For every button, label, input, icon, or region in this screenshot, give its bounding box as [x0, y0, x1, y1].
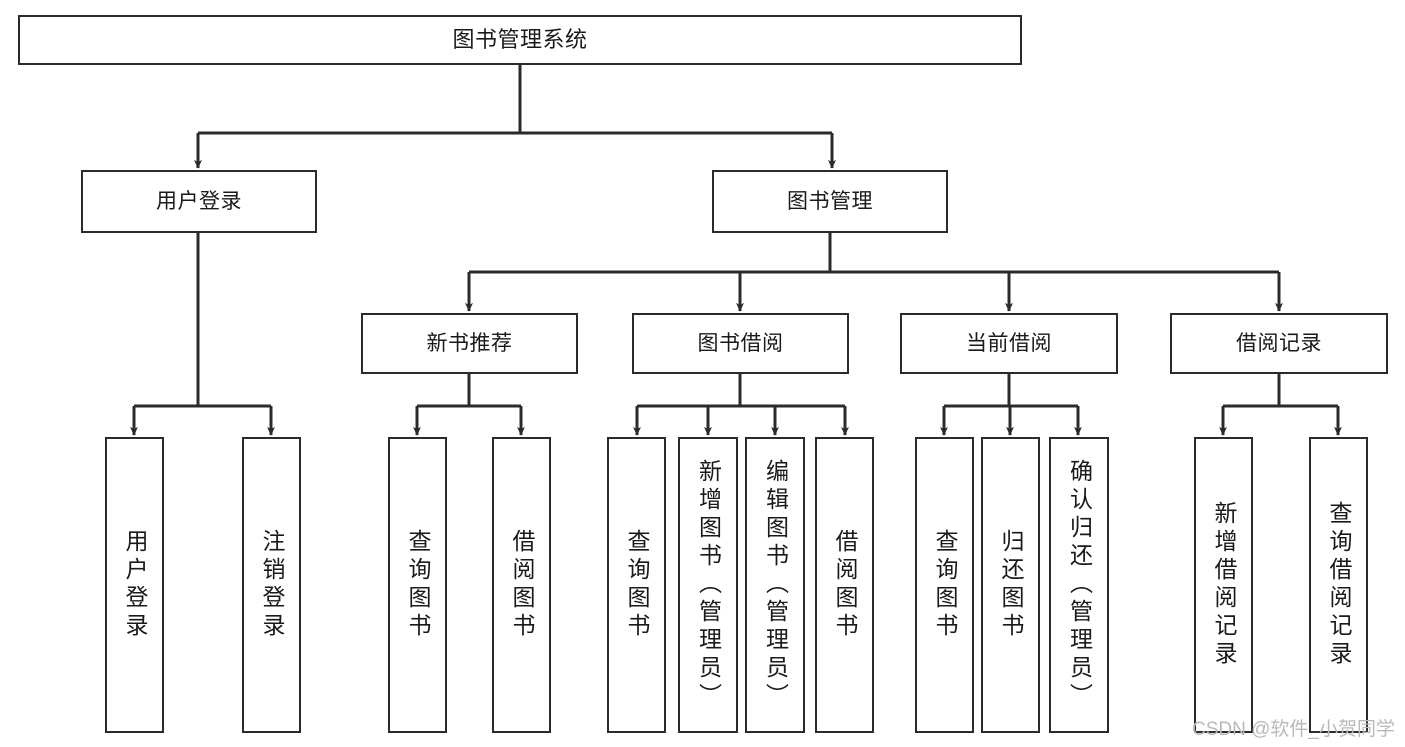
node-label: 用户登录: [122, 529, 148, 641]
leaf-current-query-book[interactable]: 查询图书: [915, 437, 974, 733]
leaf-borrow-query-book[interactable]: 查询图书: [607, 437, 666, 733]
node-label: 借阅图书: [832, 529, 858, 641]
leaf-borrow-borrow-book[interactable]: 借阅图书: [815, 437, 874, 733]
leaf-current-return-book[interactable]: 归还图书: [981, 437, 1040, 733]
node-label: 用户登录: [156, 189, 242, 213]
leaf-current-confirm-return-admin[interactable]: 确认归还（管理员）: [1049, 437, 1109, 733]
leaf-record-add-record[interactable]: 新增借阅记录: [1194, 437, 1253, 733]
node-book-management[interactable]: 图书管理: [712, 170, 948, 233]
node-label: 新增借阅记录: [1211, 501, 1237, 669]
node-label: 借阅记录: [1236, 331, 1322, 355]
node-label: 当前借阅: [966, 331, 1052, 355]
node-root-system[interactable]: 图书管理系统: [18, 15, 1022, 65]
node-label: 查询借阅记录: [1326, 501, 1352, 669]
node-label: 图书管理系统: [452, 26, 588, 52]
node-label: 查询图书: [405, 529, 431, 641]
node-label: 图书借阅: [697, 331, 784, 355]
node-label: 借阅图书: [509, 529, 535, 641]
node-label: 新书推荐: [426, 331, 513, 355]
leaf-borrow-add-book-admin[interactable]: 新增图书（管理员）: [678, 437, 738, 733]
leaf-user-login-logout[interactable]: 注销登录: [242, 437, 301, 733]
leaf-record-query-record[interactable]: 查询借阅记录: [1309, 437, 1368, 733]
node-current-borrow[interactable]: 当前借阅: [900, 313, 1118, 374]
node-label: 注销登录: [259, 529, 285, 641]
node-label: 图书管理: [787, 189, 873, 213]
node-label: 确认归还（管理员）: [1066, 459, 1093, 711]
leaf-user-login-login[interactable]: 用户登录: [105, 437, 164, 733]
node-label: 新增图书（管理员）: [695, 459, 722, 711]
node-user-login[interactable]: 用户登录: [81, 170, 317, 233]
node-book-borrow[interactable]: 图书借阅: [632, 313, 849, 374]
node-label: 归还图书: [998, 529, 1024, 641]
node-label: 查询图书: [932, 529, 958, 641]
node-borrow-record[interactable]: 借阅记录: [1170, 313, 1388, 374]
leaf-borrow-edit-book-admin[interactable]: 编辑图书（管理员）: [745, 437, 805, 733]
node-label: 查询图书: [624, 529, 650, 641]
node-label: 编辑图书（管理员）: [762, 459, 789, 711]
leaf-new-book-query[interactable]: 查询图书: [388, 437, 447, 733]
leaf-new-book-borrow[interactable]: 借阅图书: [492, 437, 551, 733]
node-new-book-recommend[interactable]: 新书推荐: [361, 313, 578, 374]
